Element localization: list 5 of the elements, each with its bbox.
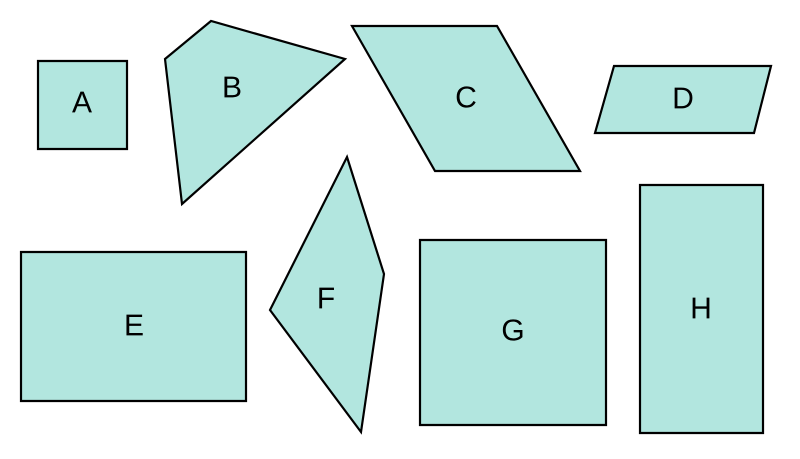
rectangle: H bbox=[638, 184, 764, 434]
square: G bbox=[418, 238, 608, 426]
rectangle: E bbox=[20, 250, 248, 402]
square: A bbox=[36, 60, 128, 150]
parallelogram: D bbox=[594, 64, 772, 134]
